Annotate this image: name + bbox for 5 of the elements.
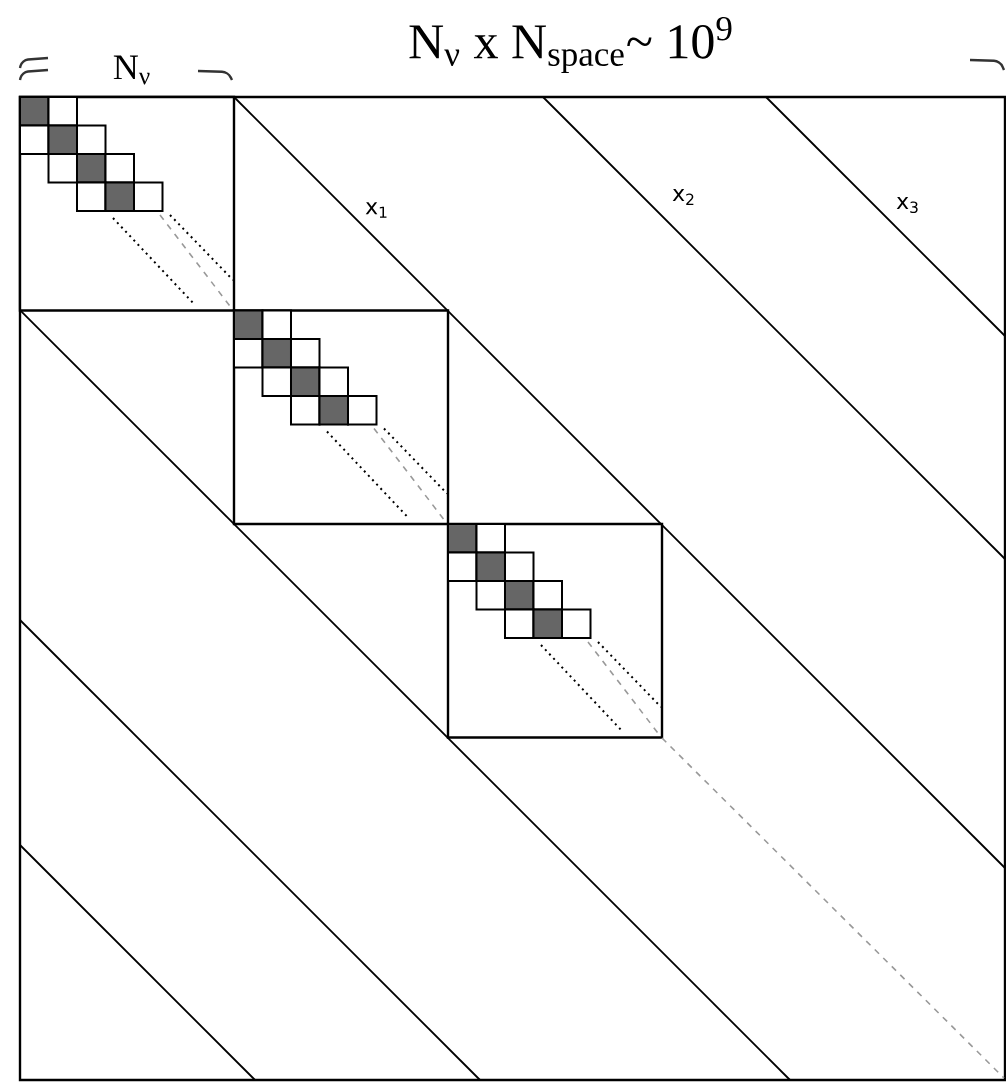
diagonal-label: x$_{2}$ xyxy=(672,189,694,205)
diagonal-label: x$_{1}$ xyxy=(365,202,387,218)
title: N$_{ν}$ x N$_{space}$~ 10$^{9}$ xyxy=(409,16,732,74)
diagonal-label: x$_{3}$ xyxy=(896,196,918,214)
dimension-label: N$_{ν}$ xyxy=(113,55,150,85)
